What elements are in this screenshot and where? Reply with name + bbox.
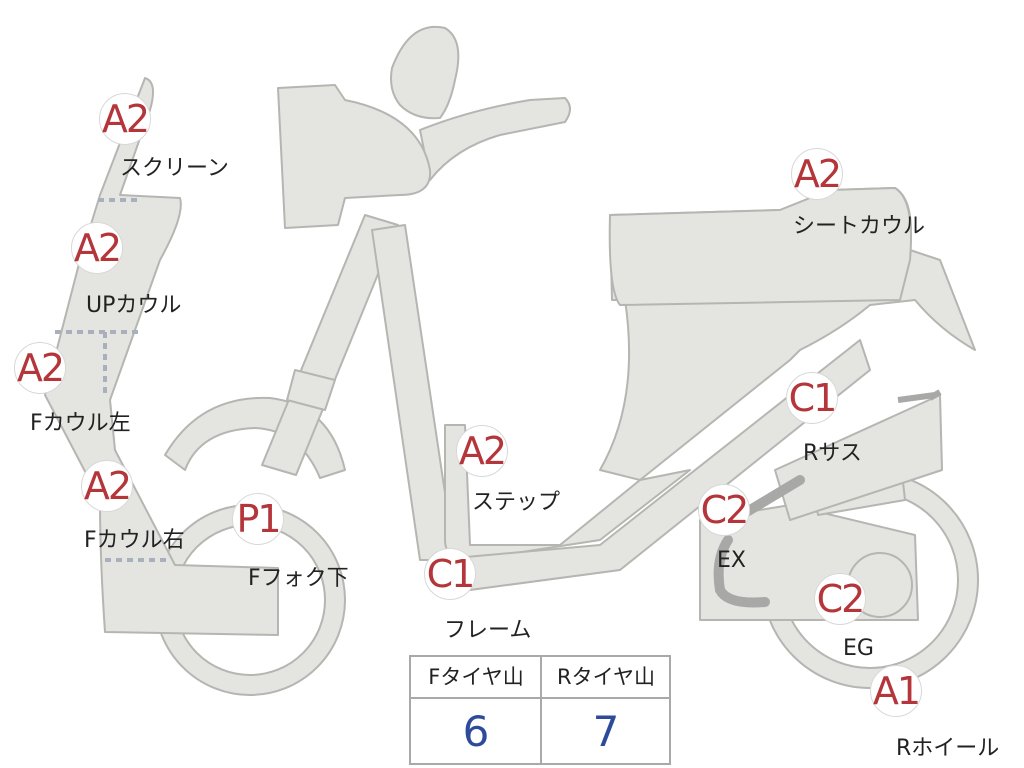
front-fork (261, 214, 399, 476)
grade-f-fork-lower: P1 (232, 493, 284, 545)
label-frame: フレーム (444, 618, 532, 643)
label-exhaust: EX (717, 548, 746, 573)
grade-engine: C2 (814, 573, 866, 625)
label-up-cowl: UPカウル (86, 293, 182, 318)
value-rear-tire: 7 (592, 707, 620, 756)
label-f-cowl-left: Fカウル左 (30, 411, 131, 436)
label-f-fork-lower: Fフォク下 (248, 566, 349, 591)
handlebar (419, 97, 571, 181)
mirror (390, 25, 460, 120)
label-r-suspension: Rサス (803, 441, 862, 466)
label-step: ステップ (472, 490, 561, 515)
label-seat-cowl: シートカウル (793, 214, 926, 239)
grade-r-wheel: A1 (870, 665, 922, 717)
header-rear-tire: Rタイヤ山 (541, 657, 671, 699)
grade-up-cowl: A2 (71, 222, 123, 274)
label-screen: スクリーン (120, 156, 229, 181)
grade-screen: A2 (99, 93, 151, 145)
table-divider (540, 657, 542, 765)
grade-step: A2 (456, 425, 508, 477)
grade-f-cowl-left: A2 (14, 342, 66, 394)
grade-seat-cowl: A2 (791, 148, 843, 200)
label-f-cowl-right: Fカウル右 (84, 528, 185, 553)
headlight (277, 84, 432, 229)
grade-frame: C1 (424, 548, 476, 600)
header-front-tire: Fタイヤ山 (411, 657, 541, 699)
grade-exhaust: C2 (698, 484, 750, 536)
steering-column (371, 224, 456, 561)
label-engine: EG (843, 636, 874, 661)
tire-tread-table: Fタイヤ山 Rタイヤ山 6 7 (409, 655, 671, 765)
value-front-tire: 6 (462, 707, 490, 756)
grade-f-cowl-right: A2 (81, 460, 133, 512)
grade-r-suspension: C1 (786, 372, 838, 424)
seat (608, 187, 912, 306)
label-r-wheel: Rホイール (896, 736, 1000, 761)
